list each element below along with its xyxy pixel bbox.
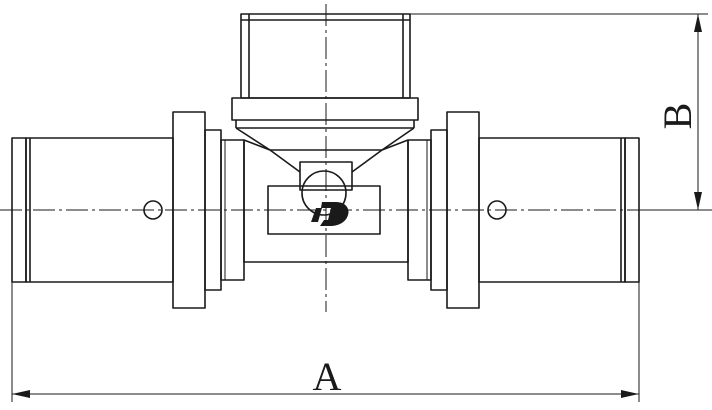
left-inspection-hole xyxy=(143,200,163,220)
left-seal-ring xyxy=(220,139,245,281)
dimension-a-label: A xyxy=(313,354,342,399)
logo-panel-top xyxy=(299,161,353,191)
dimension-b-label: B xyxy=(655,103,700,130)
outlet-taper xyxy=(235,127,415,151)
hex-nut xyxy=(231,97,419,121)
dimension-a-arrow-left xyxy=(12,390,30,398)
dimension-a-arrow-right xyxy=(621,390,639,398)
logo-panel xyxy=(267,185,381,235)
dimension-a: A xyxy=(11,282,640,402)
dimension-b: B xyxy=(410,13,708,211)
brand-logo xyxy=(301,170,349,226)
dimension-b-arrow-top xyxy=(694,14,702,32)
dimension-b-arrow-bottom xyxy=(694,192,702,210)
center-lines xyxy=(0,4,712,312)
right-inspection-hole xyxy=(487,200,507,220)
threaded-outlet xyxy=(231,13,419,151)
left-press-collar xyxy=(11,111,245,309)
